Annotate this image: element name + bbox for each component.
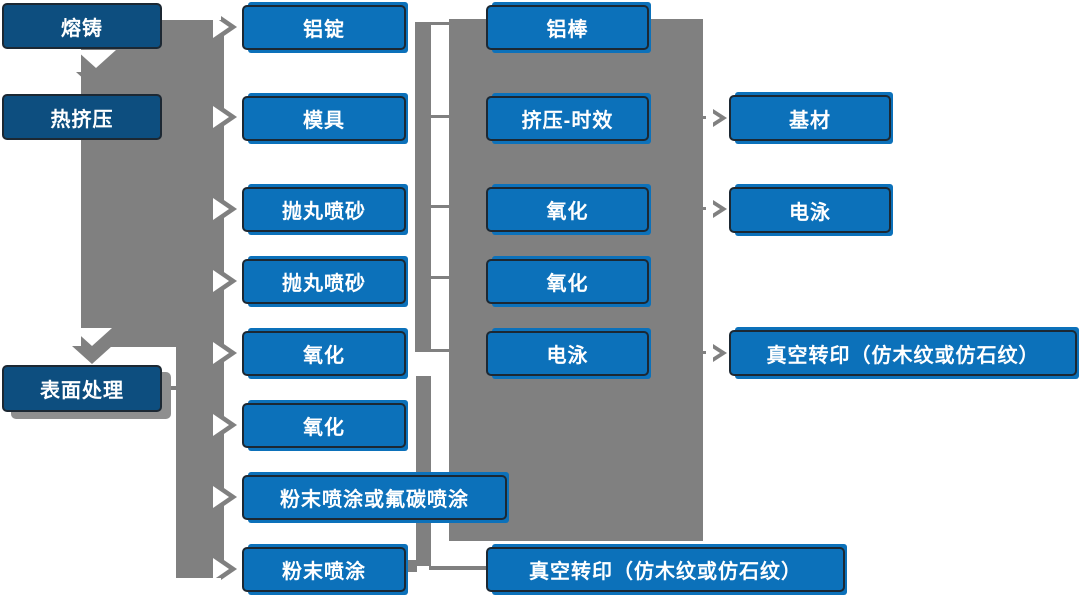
node-zhenkong-s2: 真空转印（仿木纹或仿石纹） [486,547,845,592]
node-lvbang: 铝棒 [486,5,649,50]
stub-row8-bottom [429,566,486,570]
node-biaomianchuli: 表面处理 [2,365,162,412]
collector-bar-upper [415,22,431,352]
arrow-down-to-biaomian-icon [72,346,112,364]
node-lvding: 铝锭 [242,5,406,50]
node-yanghua-s1-2: 氧化 [242,403,406,448]
arrow-right-row5-notch-icon [213,342,229,364]
arrow-to-zhenkong-notch-icon [706,344,720,362]
stub-row2 [430,115,450,118]
stub-row8-left [406,560,417,572]
arrow-right-row2-notch-icon [213,106,229,128]
node-rejiya: 热挤压 [2,94,162,140]
stub-row5 [430,349,450,352]
node-yanghua-s2-1: 氧化 [486,187,649,232]
node-yanghua-s1-1: 氧化 [242,331,406,376]
arrow-right-row3-notch-icon [213,198,229,220]
arrow-down-notch2-icon [72,328,112,346]
arrow-to-jicai-notch-icon [706,109,720,127]
stub-row1 [430,22,450,25]
node-paowan-2: 抛丸喷砂 [242,259,406,304]
node-moju: 模具 [242,96,406,141]
node-fenmo-futan: 粉末喷涂或氟碳喷涂 [242,475,507,520]
flow-band-left [81,20,176,347]
node-dianyong-s2: 电泳 [486,331,649,376]
node-zhenkong-s3: 真空转印（仿木纹或仿石纹） [729,330,1077,376]
node-paowan-1: 抛丸喷砂 [242,187,406,232]
arrow-right-row6-notch-icon [213,414,229,436]
node-dianyong-s3: 电泳 [729,187,891,233]
collector-bar-lower [416,376,431,566]
arrow-right-row1-notch-icon [213,16,229,38]
node-jiya-shixiao: 挤压-时效 [486,96,649,141]
node-fenmo: 粉末喷涂 [242,547,406,592]
arrow-right-row7-notch-icon [213,486,229,508]
stub-surface-treatment [162,386,177,390]
stub-row4 [430,276,450,279]
arrow-down-notch1-icon [76,50,116,68]
arrow-to-dianyong-notch-icon [706,200,720,218]
arrow-right-row8-notch-icon [213,558,229,580]
arrow-down-to-rejiya-icon [76,72,116,90]
node-jicai: 基材 [729,95,891,141]
stub-row3 [430,205,450,208]
node-rongzhu: 熔铸 [2,3,162,49]
node-yanghua-s2-2: 氧化 [486,259,649,304]
arrow-right-row4-notch-icon [213,270,229,292]
